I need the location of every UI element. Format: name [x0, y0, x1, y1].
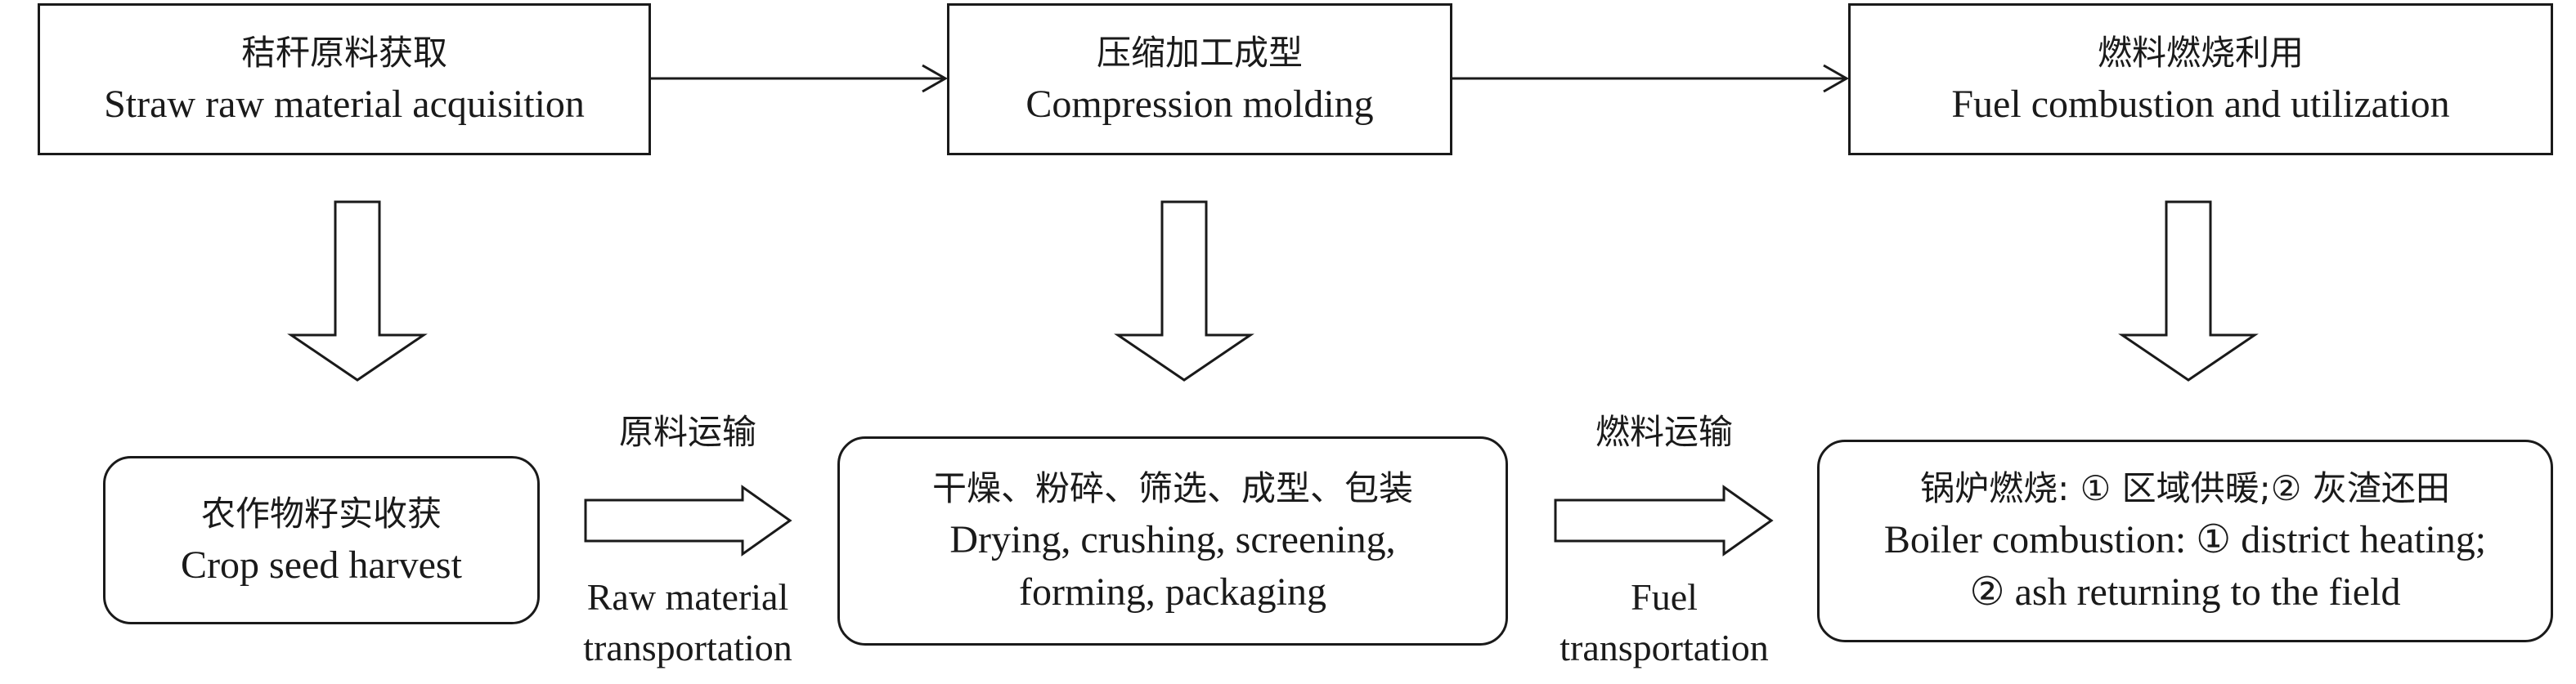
transport-label-fuel-zh: 燃料运输 — [1521, 407, 1807, 458]
transport-zh: 原料运输 — [618, 412, 756, 452]
stage-title-en: Fuel combustion and utilization — [1951, 83, 2450, 126]
stage-box-raw-material: 秸秆原料获取 Straw raw material acquisition — [38, 3, 651, 155]
right-arrow-fuel-transport — [1554, 485, 1774, 557]
stage-box-combustion: 燃料燃烧利用 Fuel combustion and utilization — [1848, 3, 2553, 155]
transport-en-line2: transportation — [1560, 627, 1769, 668]
detail-text-en-line1: Drying, crushing, screening, — [949, 518, 1396, 561]
transport-en-line1: Fuel — [1631, 576, 1698, 618]
stage-title-en: Straw raw material acquisition — [104, 83, 585, 126]
down-arrow-stage2 — [1114, 200, 1254, 382]
transport-label-raw-en: Raw material transportation — [528, 572, 847, 673]
stage-title-en: Compression molding — [1025, 83, 1374, 126]
detail-box-processing: 干燥、粉碎、筛选、成型、包装 Drying, crushing, screeni… — [837, 436, 1508, 646]
transport-label-fuel-en: Fuel transportation — [1505, 572, 1824, 673]
right-arrow-raw-transport — [584, 485, 792, 557]
detail-text-en-line1: Boiler combustion: ① district heating; — [1883, 518, 2487, 561]
arrow-stage2-to-stage3 — [1452, 64, 1850, 93]
detail-text-en-line2: forming, packaging — [1019, 570, 1326, 614]
detail-text-zh: 锅炉燃烧: ① 区域供暖;② 灰渣还田 — [1920, 468, 2450, 508]
transport-en-line1: Raw material — [586, 576, 789, 618]
detail-box-harvest: 农作物籽实收获 Crop seed harvest — [103, 456, 540, 624]
detail-text-zh: 干燥、粉碎、筛选、成型、包装 — [931, 468, 1413, 508]
detail-text-en-line2: ② ash returning to the field — [1969, 570, 2401, 614]
transport-label-raw-zh: 原料运输 — [545, 407, 831, 458]
stage-title-zh: 秸秆原料获取 — [240, 33, 447, 73]
down-arrow-stage3 — [2118, 200, 2259, 382]
stage-title-zh: 燃料燃烧利用 — [2097, 33, 2304, 73]
detail-text-zh: 农作物籽实收获 — [200, 494, 442, 534]
transport-en-line2: transportation — [583, 627, 792, 668]
arrow-stage1-to-stage2 — [651, 64, 949, 93]
detail-text-en: Crop seed harvest — [181, 543, 462, 587]
stage-box-compression: 压缩加工成型 Compression molding — [947, 3, 1452, 155]
down-arrow-stage1 — [287, 200, 428, 382]
detail-box-boiler: 锅炉燃烧: ① 区域供暖;② 灰渣还田 Boiler combustion: ①… — [1817, 440, 2553, 642]
transport-zh: 燃料运输 — [1595, 412, 1733, 452]
stage-title-zh: 压缩加工成型 — [1096, 33, 1303, 73]
